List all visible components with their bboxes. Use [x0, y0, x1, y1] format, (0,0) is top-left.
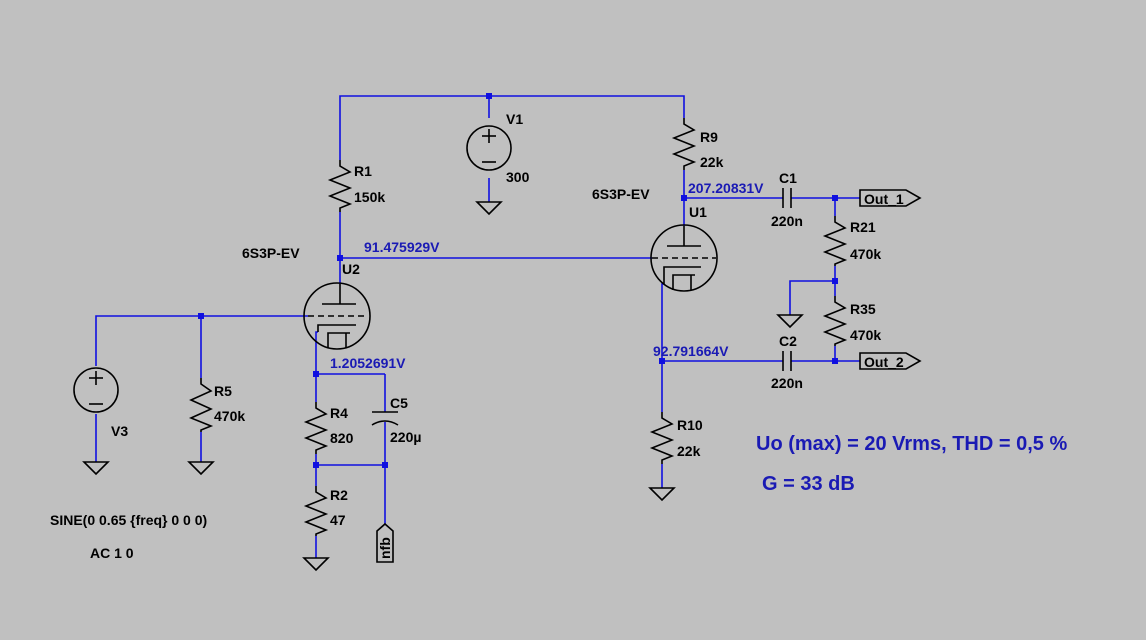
r35-name: R35: [850, 301, 876, 317]
ground-icon: [648, 487, 676, 502]
resistor-r4: [303, 402, 329, 454]
voltage-u1-anode: 207.20831V: [688, 180, 764, 196]
r1-name: R1: [354, 163, 372, 179]
r21-name: R21: [850, 219, 876, 235]
r10-name: R10: [677, 417, 703, 433]
r1-value: 150k: [354, 189, 385, 205]
r35-value: 470k: [850, 327, 881, 343]
resistor-r2: [303, 486, 329, 536]
r2-value: 47: [330, 512, 346, 528]
component-labels: V1 300 V3 R1 150k R9 22k R5 470k R4 820 …: [50, 111, 881, 561]
u1-name: U1: [689, 204, 707, 220]
r5-name: R5: [214, 383, 232, 399]
v1-name: V1: [506, 111, 523, 127]
r10-value: 22k: [677, 443, 701, 459]
voltage-source-v3: [73, 367, 119, 413]
note-output-thd: Uo (max) = 20 Vrms, THD = 0,5 %: [756, 433, 1067, 455]
resistor-r5: [188, 378, 214, 432]
tube-u2: [303, 282, 371, 350]
port-nfb: nfb: [376, 522, 394, 563]
c5-value: 220µ: [390, 429, 421, 445]
capacitor-c2: [782, 351, 792, 371]
ground-icon: [475, 201, 503, 216]
ground-icon: [776, 314, 804, 329]
resistor-r35: [822, 296, 848, 346]
port-out2: Out_2: [859, 352, 922, 370]
note-gain: G = 33 dB: [762, 473, 855, 495]
wires: [95, 95, 860, 558]
source-spec-line1: SINE(0 0.65 {freq} 0 0 0): [50, 512, 207, 528]
capacitor-c1: [782, 188, 792, 208]
resistor-r1: [327, 160, 353, 212]
ground-icon: [302, 557, 330, 572]
r9-name: R9: [700, 129, 718, 145]
c5-name: C5: [390, 395, 408, 411]
tube-u1: [650, 224, 718, 292]
capacitor-c5: [371, 411, 399, 426]
c2-value: 220n: [771, 375, 803, 391]
port-out1-label: Out_1: [864, 191, 904, 207]
r4-value: 820: [330, 430, 354, 446]
v1-value: 300: [506, 169, 530, 185]
voltage-source-v1: [466, 125, 512, 171]
c2-name: C2: [779, 333, 797, 349]
ground-icon: [82, 461, 110, 476]
capacitors: [371, 188, 792, 426]
r9-value: 22k: [700, 154, 724, 170]
voltage-u2-anode: 91.475929V: [364, 239, 440, 255]
u1-model: 6S3P-EV: [592, 186, 650, 202]
port-out1: Out_1: [859, 189, 922, 207]
resistors: [188, 118, 848, 536]
r21-value: 470k: [850, 246, 881, 262]
ground-symbols: [82, 201, 804, 572]
source-spec-line2: AC 1 0: [90, 545, 134, 561]
voltage-u2-cathode: 1.2052691V: [330, 355, 406, 371]
node-voltages: 91.475929V 1.2052691V 207.20831V 92.7916…: [330, 180, 764, 371]
u2-model: 6S3P-EV: [242, 245, 300, 261]
design-notes: Uo (max) = 20 Vrms, THD = 0,5 % G = 33 d…: [756, 433, 1067, 495]
ground-icon: [187, 461, 215, 476]
voltage-u1-cathode: 92.791664V: [653, 343, 729, 359]
port-nfb-label: nfb: [377, 537, 393, 559]
r4-name: R4: [330, 405, 348, 421]
resistor-r9: [671, 118, 697, 170]
u2-name: U2: [342, 261, 360, 277]
resistor-r10: [649, 412, 675, 464]
c1-name: C1: [779, 170, 797, 186]
r5-value: 470k: [214, 408, 245, 424]
c1-value: 220n: [771, 213, 803, 229]
r2-name: R2: [330, 487, 348, 503]
node-dots: [198, 93, 838, 468]
resistor-r21: [822, 216, 848, 266]
port-out2-label: Out_2: [864, 354, 904, 370]
v3-name: V3: [111, 423, 128, 439]
